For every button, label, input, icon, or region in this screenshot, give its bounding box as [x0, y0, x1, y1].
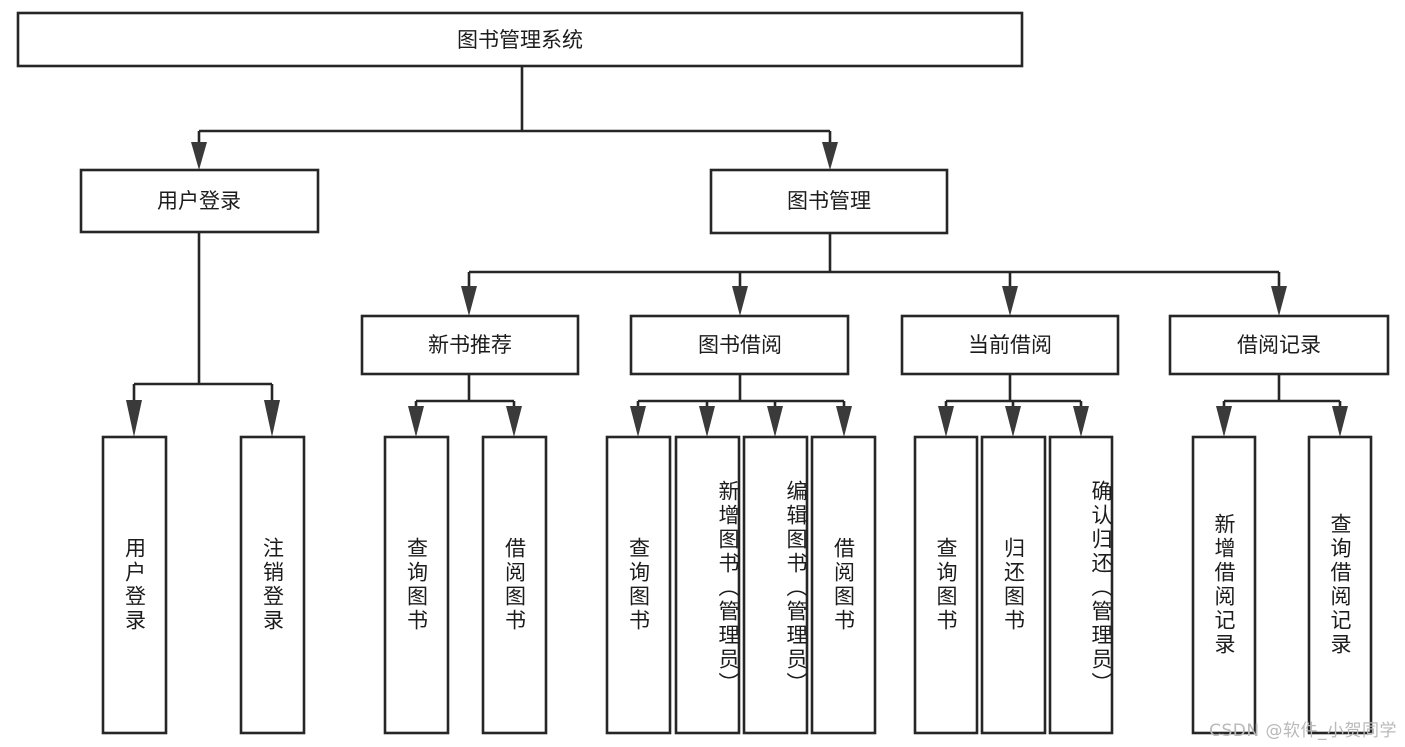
- edges-book-borrow-to-leaves: [630, 374, 852, 437]
- node-box-book-borrow[interactable]: [629, 314, 850, 376]
- arrow-head-leaf-borrow-book-2: [836, 406, 852, 437]
- node-label-book-borrow: 图书借阅: [698, 333, 782, 357]
- node-box-leaf-user-login[interactable]: [101, 435, 168, 735]
- node-label-new-book-recommend: 新书推荐: [428, 333, 512, 357]
- arrow-head-user-login: [191, 142, 207, 170]
- arrow-head-leaf-logout: [264, 400, 280, 437]
- arrow-head-book-borrow: [732, 286, 748, 316]
- arrow-head-leaf-borrow-book-1: [506, 406, 522, 437]
- node-box-borrow-record[interactable]: [1168, 314, 1390, 376]
- edges-book-manage-to-level3: [461, 233, 1287, 316]
- arrow-head-leaf-query-book-3: [938, 406, 954, 437]
- node-box-leaf-return-book[interactable]: [980, 435, 1047, 735]
- node-box-leaf-borrow-book-1[interactable]: [481, 435, 548, 735]
- node-box-leaf-logout-login[interactable]: [239, 435, 306, 735]
- arrow-head-book-manage: [822, 142, 838, 170]
- node-label-user-login: 用户登录: [157, 189, 241, 213]
- node-box-root[interactable]: [16, 11, 1024, 68]
- node-box-book-manage[interactable]: [709, 168, 949, 235]
- arrow-head-leaf-query-record: [1332, 406, 1348, 437]
- node-box-leaf-add-record[interactable]: [1191, 435, 1257, 735]
- arrow-head-borrow-record: [1271, 286, 1287, 316]
- node-label-root: 图书管理系统: [457, 28, 583, 52]
- csdn-watermark: CSDN @软件_小贺同学: [1209, 721, 1397, 741]
- edges-user-login-to-leaves: [126, 232, 280, 437]
- node-box-leaf-confirm-return[interactable]: [1048, 435, 1114, 735]
- node-box-leaf-query-book-3[interactable]: [913, 435, 979, 735]
- edges-borrow-record-to-leaves: [1216, 374, 1348, 437]
- arrow-head-leaf-query-book-1: [408, 406, 424, 437]
- node-root[interactable]: 图书管理系统: [16, 11, 1024, 68]
- node-box-leaf-edit-book[interactable]: [742, 435, 809, 735]
- node-box-leaf-query-record[interactable]: [1307, 435, 1373, 735]
- node-book-borrow[interactable]: 图书借阅: [629, 314, 850, 376]
- arrow-head-leaf-edit-book: [767, 406, 783, 437]
- node-user-login[interactable]: 用户登录: [79, 168, 320, 234]
- node-label-book-manage: 图书管理: [787, 189, 871, 213]
- node-label-borrow-record: 借阅记录: [1237, 333, 1321, 357]
- node-box-user-login[interactable]: [79, 168, 320, 234]
- arrow-head-leaf-confirm-return: [1073, 406, 1089, 437]
- node-label-current-borrow: 当前借阅: [968, 333, 1052, 357]
- node-book-manage[interactable]: 图书管理: [709, 168, 949, 235]
- node-box-leaf-borrow-book-2[interactable]: [810, 435, 877, 735]
- arrow-head-new-book: [461, 286, 477, 316]
- arrow-head-current-borrow: [1002, 286, 1018, 316]
- node-current-borrow[interactable]: 当前借阅: [900, 314, 1120, 376]
- node-box-new-book-recommend[interactable]: [360, 314, 580, 376]
- node-box-current-borrow[interactable]: [900, 314, 1120, 376]
- arrow-head-leaf-return-book: [1005, 406, 1021, 437]
- arrow-head-leaf-query-book-2: [630, 406, 646, 437]
- node-box-leaf-query-book-2[interactable]: [605, 435, 672, 735]
- node-new-book-recommend[interactable]: 新书推荐: [360, 314, 580, 376]
- edges-current-borrow-to-leaves: [938, 374, 1089, 437]
- arrow-head-leaf-add-record: [1216, 406, 1232, 437]
- node-borrow-record[interactable]: 借阅记录: [1168, 314, 1390, 376]
- edges-root-to-level2: [191, 66, 838, 170]
- node-box-leaf-query-book-1[interactable]: [383, 435, 450, 735]
- arrow-head-leaf-user-login: [126, 400, 142, 437]
- node-box-leaf-add-book[interactable]: [674, 435, 741, 735]
- edges-new-book-to-leaves: [408, 374, 522, 437]
- arrow-head-leaf-add-book: [699, 406, 715, 437]
